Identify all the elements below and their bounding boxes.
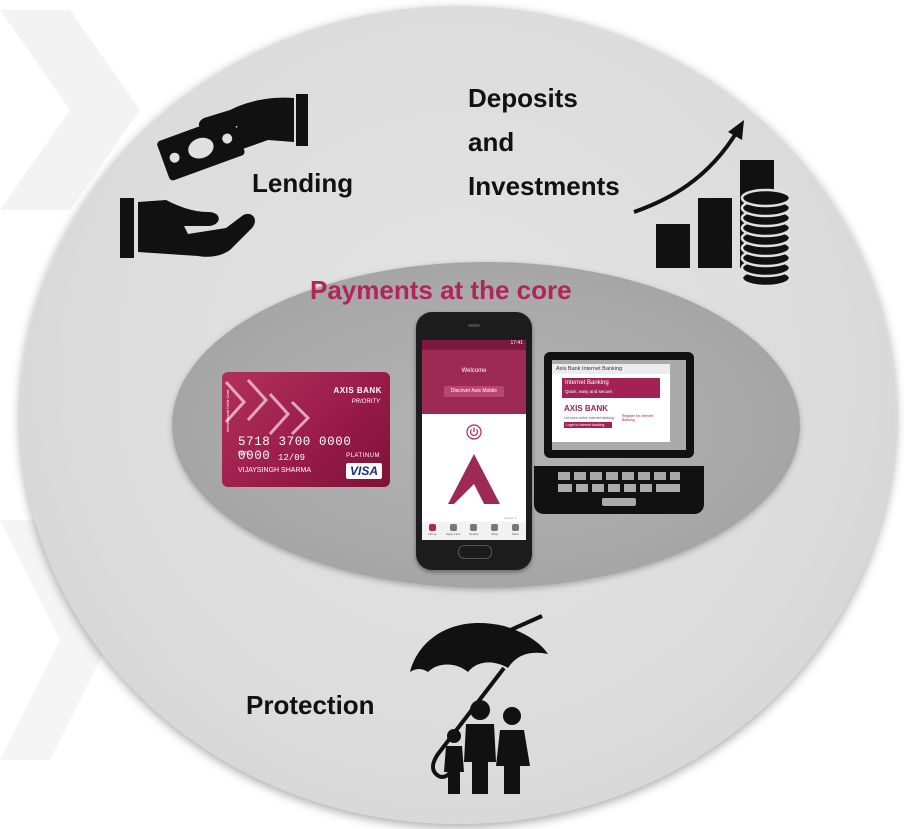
investment-growth-icon bbox=[633, 120, 792, 288]
phone-screen: 17:41 Welcome Discover Axis Mobile Versi… bbox=[422, 340, 526, 540]
phone-tab-label: More bbox=[512, 532, 519, 536]
phone-home-button bbox=[458, 545, 492, 559]
lending-label: Lending bbox=[252, 168, 354, 198]
phone-tab-shop: Shop bbox=[487, 522, 503, 536]
phone-status-bar: 17:41 bbox=[422, 340, 526, 350]
laptop-register-text: Register for Internet Banking bbox=[622, 414, 653, 422]
deposits-label-line2: and bbox=[468, 127, 515, 157]
phone-tab-home: Home bbox=[424, 522, 440, 536]
location-icon bbox=[470, 524, 478, 531]
power-icon bbox=[466, 424, 482, 440]
phone-app-header bbox=[422, 350, 526, 414]
laptop-banner-subtitle: Quick, easy and secure. bbox=[565, 389, 614, 394]
card-side-text: International Debit Card bbox=[225, 389, 230, 432]
home-icon bbox=[428, 524, 436, 531]
axis-logo-icon bbox=[448, 454, 500, 504]
protection-umbrella-family-icon bbox=[410, 614, 548, 794]
phone-tab-nearby: Nearby bbox=[466, 522, 482, 536]
card-network-logo: VISA bbox=[345, 463, 382, 479]
laptop-banner-title: Internet Banking bbox=[565, 380, 609, 386]
mobile-phone-image: 17:41 Welcome Discover Axis Mobile Versi… bbox=[416, 312, 532, 570]
phone-speaker bbox=[468, 324, 480, 327]
core-title: Payments at the core bbox=[310, 275, 572, 305]
deposits-label-line1: Deposits bbox=[468, 83, 578, 113]
debit-card-image: AXIS BANK PRIORITY International Debit C… bbox=[222, 372, 390, 487]
phone-version-text: Version 2 bbox=[504, 516, 517, 520]
phone-tab-label: Apply Now bbox=[446, 532, 461, 536]
card-bank-name: AXIS BANK bbox=[333, 386, 382, 395]
lending-hands-icon bbox=[120, 94, 308, 258]
card-pattern-decoration bbox=[224, 378, 311, 436]
deposits-label-line3: Investments bbox=[468, 171, 620, 201]
phone-discover-button: Discover Axis Mobile bbox=[444, 386, 504, 397]
card-number: 5718 3700 0000 0000 bbox=[238, 435, 352, 463]
help-icon bbox=[512, 524, 520, 531]
cart-icon bbox=[491, 524, 499, 531]
laptop-page-title: Axis Bank Internet Banking bbox=[552, 364, 670, 374]
phone-tab-label: Home bbox=[428, 532, 437, 536]
laptop-login-button: Login to internet banking bbox=[564, 422, 612, 428]
phone-tab-more: More bbox=[508, 522, 524, 536]
phone-tab-label: Shop bbox=[491, 532, 499, 536]
laptop-axis-logo: AXIS BANK bbox=[564, 404, 609, 413]
phone-tab-label: Nearby bbox=[469, 532, 479, 536]
card-tier-script: PRIORITY bbox=[351, 399, 380, 405]
phone-tab-bar: Home Apply Now Nearby Shop More bbox=[422, 522, 526, 540]
card-expiry: 12/09 bbox=[278, 453, 306, 463]
laptop-banner: Internet Banking Quick, easy and secure. bbox=[562, 378, 660, 398]
phone-tab-apply: Apply Now bbox=[445, 522, 461, 536]
protection-label: Protection bbox=[246, 690, 375, 720]
laptop-screen: Axis Bank Internet Banking Internet Bank… bbox=[552, 364, 670, 442]
apply-icon bbox=[449, 524, 457, 531]
card-tier: PLATINUM bbox=[346, 453, 380, 459]
card-small-code: 5576 bbox=[238, 451, 250, 457]
phone-welcome-text: Welcome bbox=[461, 368, 487, 374]
laptop-left-text: Let extra online internet banking bbox=[564, 416, 614, 420]
card-holder-name: VIJAYSINGH SHARMA bbox=[238, 467, 311, 474]
